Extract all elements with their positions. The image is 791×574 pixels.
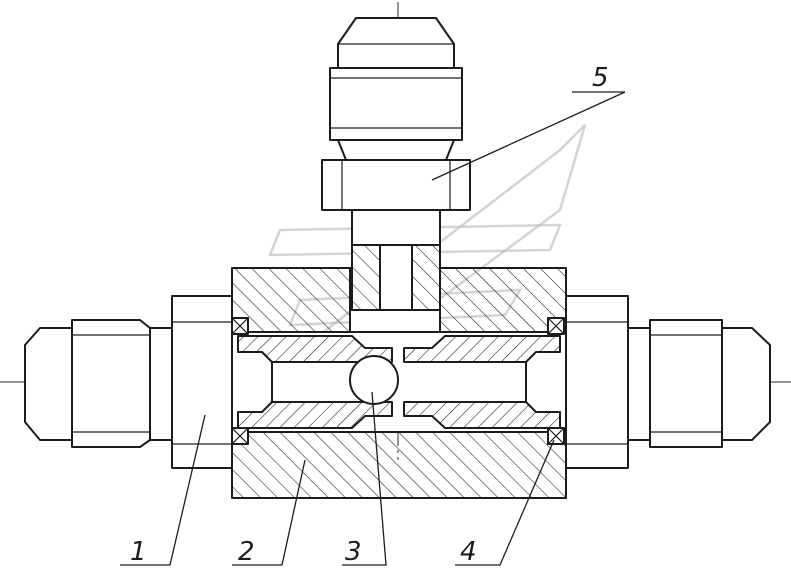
check-ball — [349, 355, 399, 405]
right-union-nut — [565, 295, 629, 469]
right-nipple — [627, 319, 771, 448]
left-nipple — [24, 319, 173, 448]
callout-3: 3 — [345, 537, 362, 567]
callout-2: 2 — [238, 537, 255, 567]
callout-5: 5 — [592, 63, 609, 93]
o-rings — [231, 317, 565, 445]
leader-lines — [120, 91, 626, 566]
left-union-nut — [171, 295, 233, 469]
top-fitting — [321, 17, 471, 311]
inner-sleeve — [237, 335, 561, 429]
callout-4: 4 — [460, 537, 477, 567]
callout-1: 1 — [130, 537, 147, 567]
